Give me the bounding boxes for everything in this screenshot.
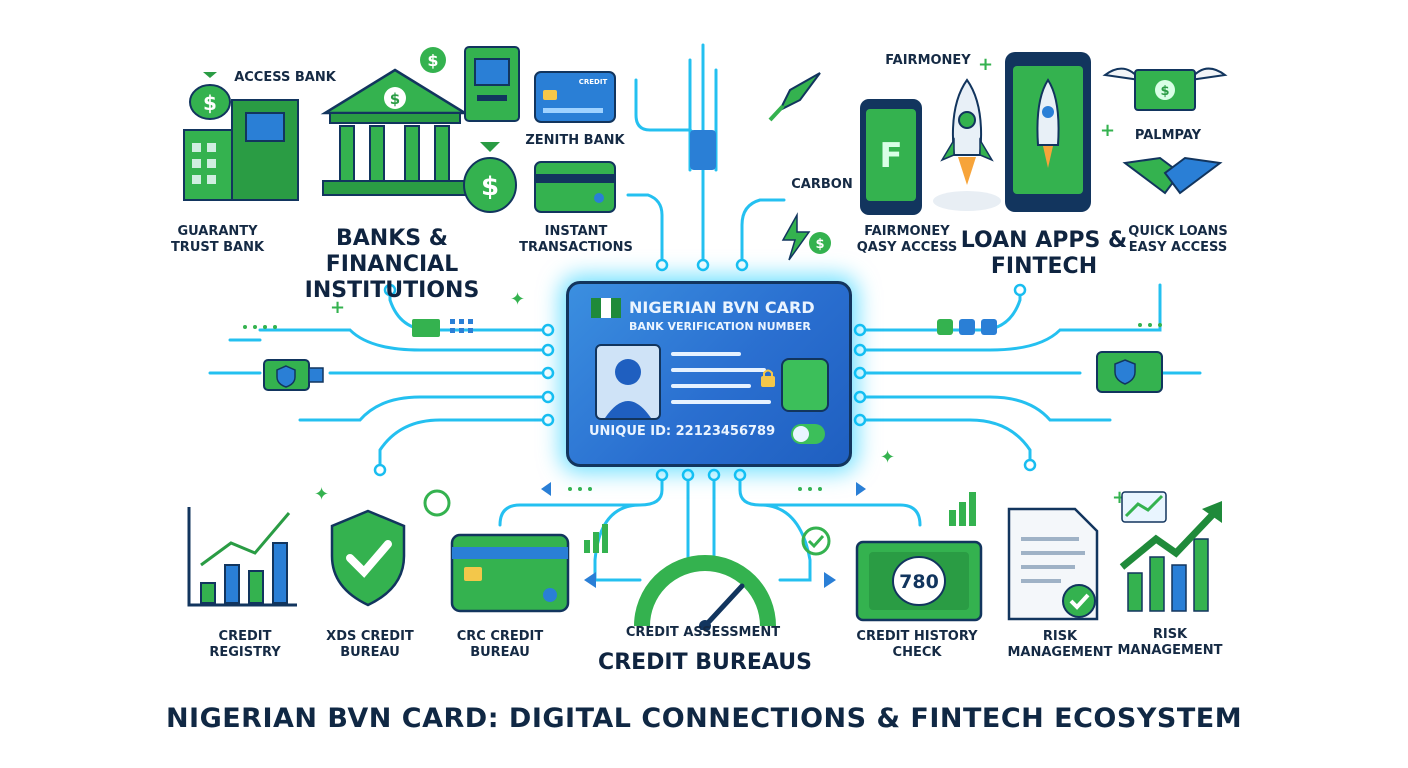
secure-device-icon bbox=[1096, 351, 1163, 393]
instant-label: INSTANT TRANSACTIONS bbox=[519, 224, 633, 255]
svg-text:F: F bbox=[879, 136, 902, 176]
trend-chart-icon bbox=[1121, 491, 1167, 523]
svg-text:+: + bbox=[978, 54, 993, 75]
fairmoney-label: FAIRMONEY bbox=[885, 53, 971, 68]
phone-icon: F bbox=[860, 99, 922, 215]
carbon-label: CARBON bbox=[791, 177, 853, 192]
bank-building-icon bbox=[183, 99, 299, 201]
access-bank-label: ACCESS BANK bbox=[234, 70, 336, 85]
svg-text:$: $ bbox=[390, 90, 400, 108]
card-subtitle: BANK VERIFICATION NUMBER bbox=[629, 320, 811, 333]
card-unique-id: UNIQUE ID: 22123456789 bbox=[589, 424, 776, 439]
mini-bars-icon bbox=[584, 524, 608, 553]
nigeria-flag-icon bbox=[591, 298, 621, 318]
svg-text:+: + bbox=[330, 297, 345, 318]
xds-label: XDS CREDIT BUREAU bbox=[326, 629, 414, 660]
svg-text:$: $ bbox=[1160, 84, 1169, 99]
svg-text:$: $ bbox=[427, 51, 438, 70]
bureaus-heading: CREDIT BUREAUS bbox=[598, 650, 812, 675]
person-icon bbox=[595, 344, 661, 420]
svg-text:+: + bbox=[1100, 120, 1115, 141]
fairmoney-access-label: FAIRMONEY QASY ACCESS bbox=[856, 224, 958, 255]
svg-text:✦: ✦ bbox=[510, 289, 525, 310]
banks-heading: BANKS & FINANCIAL INSTITUTIONS bbox=[304, 226, 480, 303]
banknote-icon: 780 bbox=[855, 540, 983, 622]
assessment-label: CREDIT ASSESSMENT bbox=[625, 625, 781, 640]
credit-card-text: CREDIT bbox=[579, 78, 608, 86]
handshake-icon bbox=[1122, 156, 1223, 195]
card-line bbox=[671, 400, 771, 404]
flying-money-icon: $ bbox=[1102, 67, 1228, 111]
dollar-coin-icon: $ bbox=[420, 47, 446, 73]
flash-dollar-icon: $ bbox=[781, 212, 831, 261]
palmpay-label: PALMPAY bbox=[1134, 128, 1202, 143]
folder-grid-icon bbox=[412, 319, 473, 337]
bar-chart-icon bbox=[187, 507, 297, 607]
card-line bbox=[671, 368, 766, 372]
zenith-bank-label: ZENITH BANK bbox=[525, 133, 625, 148]
risk-label-1: RISK MANAGEMENT bbox=[1007, 629, 1113, 660]
quick-loans-label: QUICK LOANS EASY ACCESS bbox=[1128, 224, 1228, 255]
history-label: CREDIT HISTORY CHECK bbox=[856, 629, 978, 660]
bvn-card: NIGERIAN BVN CARD BANK VERIFICATION NUMB… bbox=[566, 281, 852, 467]
card-title: NIGERIAN BVN CARD bbox=[629, 298, 815, 317]
card-line bbox=[671, 384, 751, 388]
svg-text:$: $ bbox=[815, 237, 824, 252]
gauge-icon bbox=[634, 555, 776, 630]
credit-card-icon bbox=[450, 533, 570, 613]
sync-icon bbox=[423, 489, 451, 517]
credit-registry-label: CREDIT REGISTRY bbox=[209, 629, 281, 660]
check-circle-icon bbox=[801, 526, 831, 556]
secure-device-icon bbox=[263, 359, 324, 391]
card-toggle bbox=[791, 424, 825, 444]
growth-chart-icon bbox=[1119, 501, 1222, 612]
atm-icon bbox=[464, 46, 520, 122]
mini-bars-icon bbox=[949, 492, 976, 526]
tablet-icon bbox=[1005, 52, 1091, 212]
card-line bbox=[671, 352, 741, 356]
money-bag-icon: $ bbox=[189, 72, 231, 120]
chip-icon bbox=[781, 358, 829, 412]
svg-text:✦: ✦ bbox=[880, 447, 895, 468]
document-check-icon bbox=[1007, 507, 1099, 621]
credit-card-icon: CREDIT bbox=[534, 71, 616, 123]
bank-temple-icon: $ bbox=[320, 68, 470, 196]
risk-label-2: RISK MANAGEMENT bbox=[1117, 627, 1223, 658]
toggle-dots-icon bbox=[937, 319, 997, 335]
svg-text:✦: ✦ bbox=[314, 484, 329, 505]
lock-icon bbox=[761, 369, 775, 387]
guaranty-label: GUARANTY TRUST BANK bbox=[170, 224, 265, 255]
rocket-icon bbox=[768, 72, 821, 122]
crc-label: CRC CREDIT BUREAU bbox=[456, 629, 544, 660]
rocket-launch-icon bbox=[933, 78, 1001, 211]
card-terminal-icon bbox=[534, 161, 616, 213]
svg-text:$: $ bbox=[203, 91, 217, 115]
shield-check-icon bbox=[330, 509, 406, 607]
credit-score: 780 bbox=[899, 571, 939, 593]
loans-heading: LOAN APPS & FINTECH bbox=[960, 228, 1128, 279]
money-bag-icon: $ bbox=[463, 142, 517, 213]
main-title: NIGERIAN BVN CARD: DIGITAL CONNECTIONS &… bbox=[165, 703, 1243, 734]
svg-text:$: $ bbox=[481, 172, 499, 202]
